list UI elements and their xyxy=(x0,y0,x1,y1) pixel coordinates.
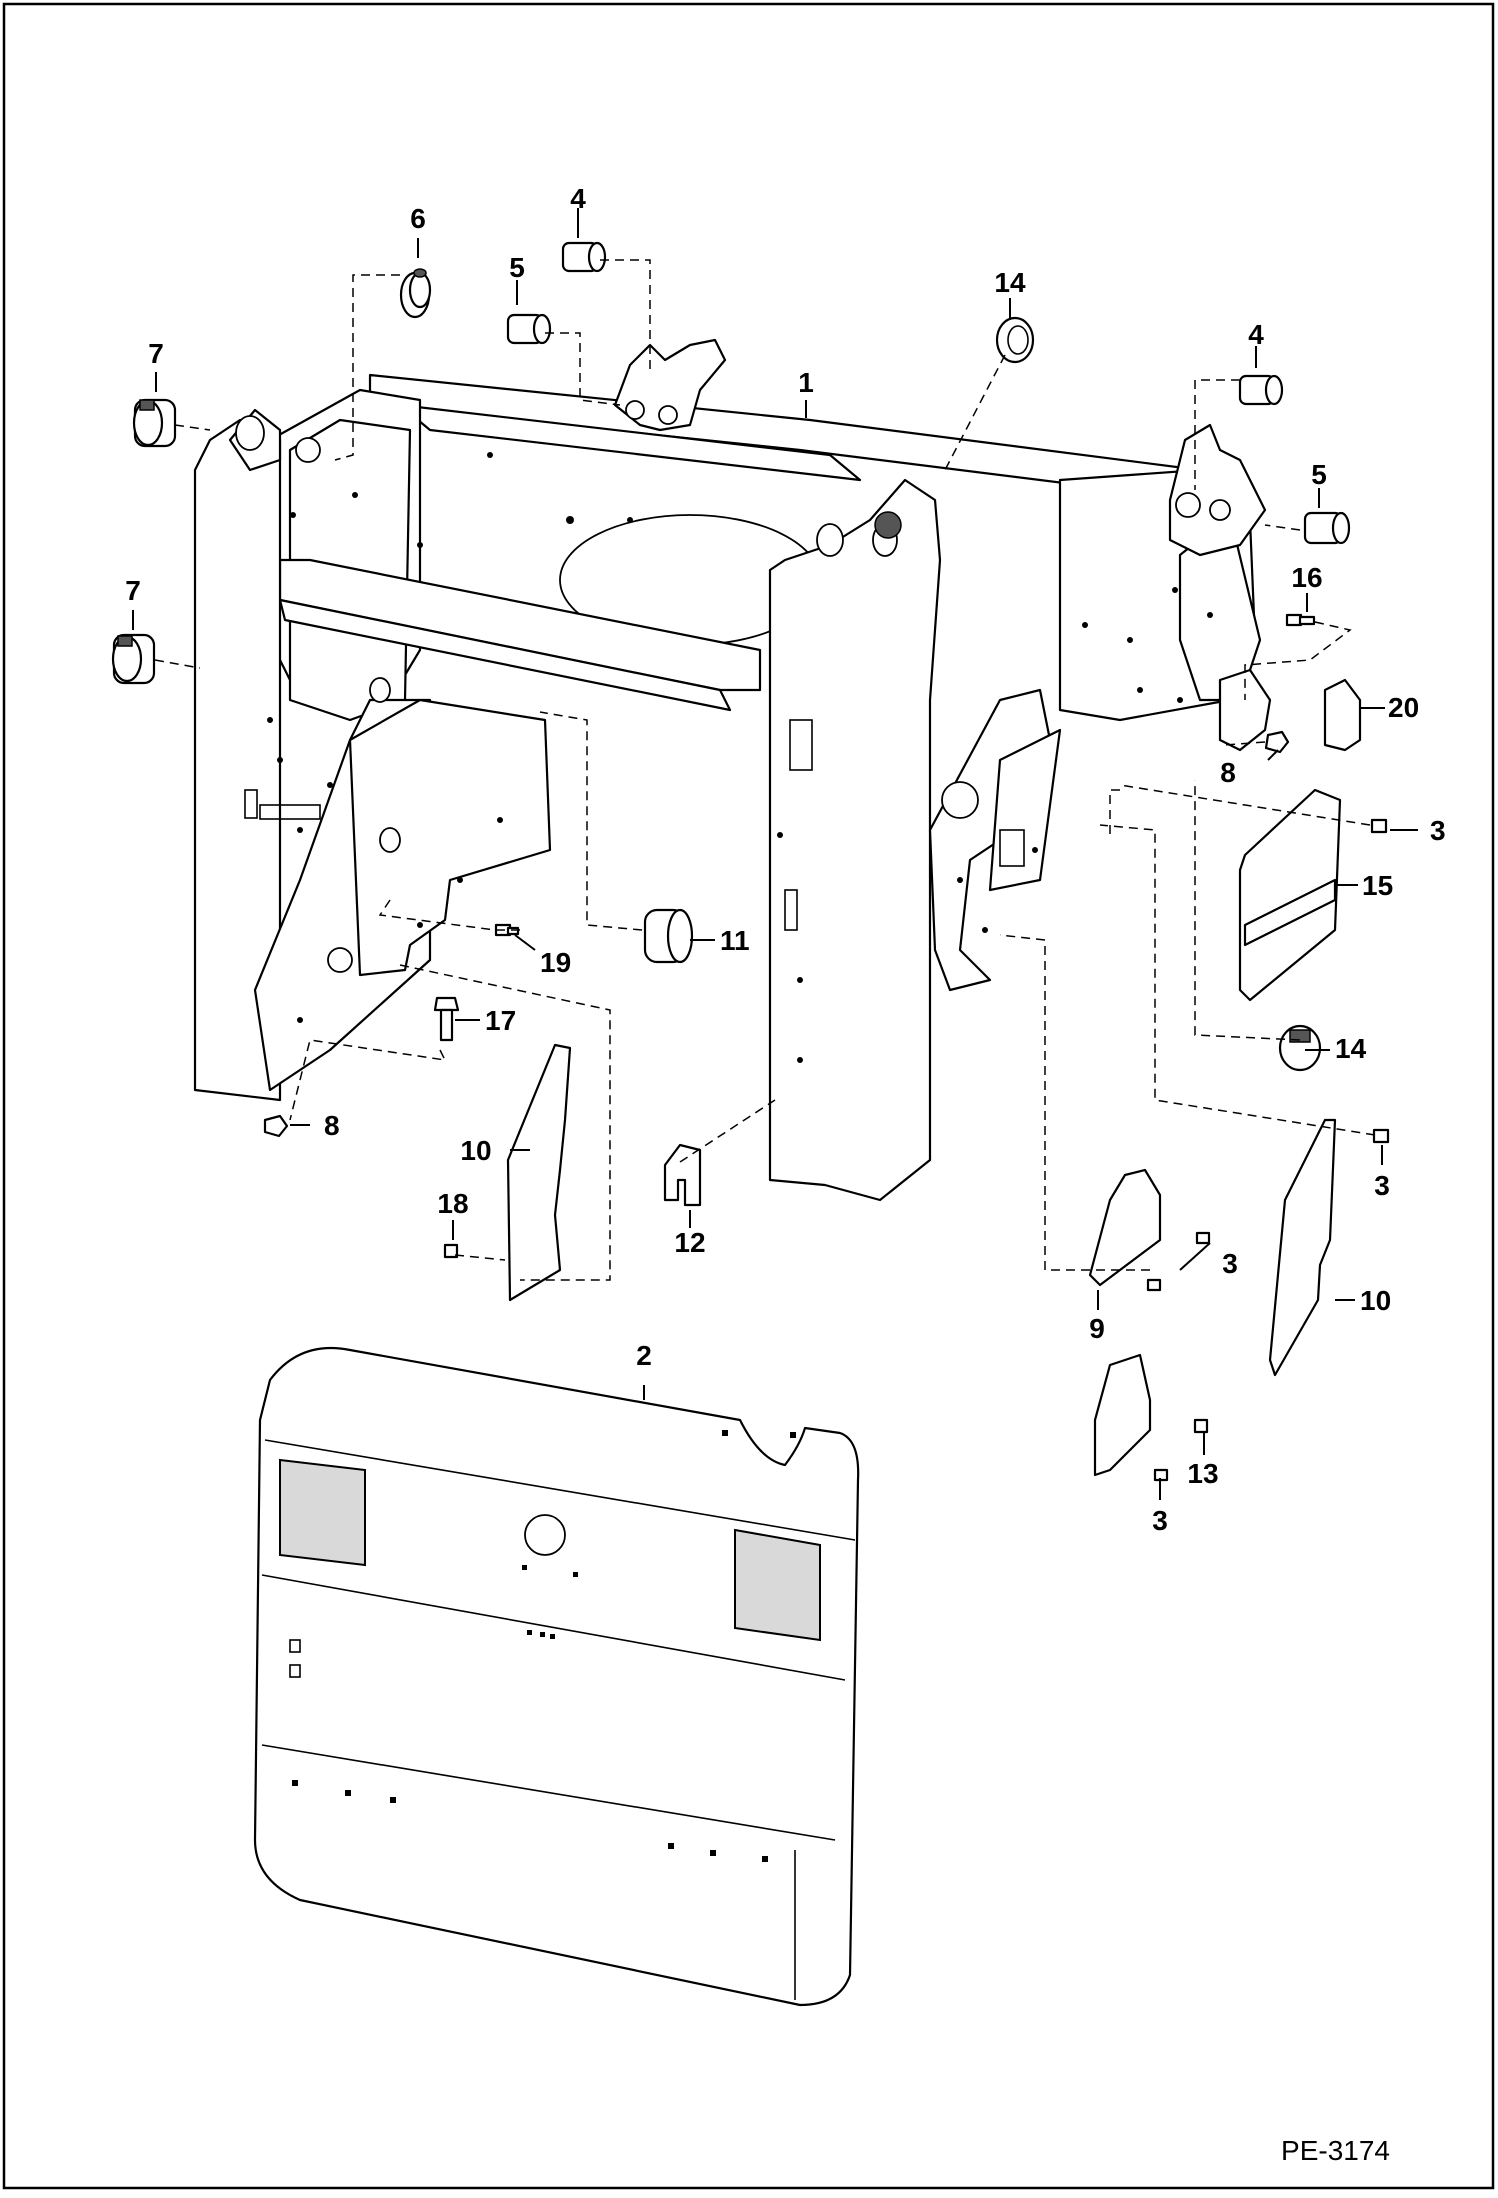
callout-2: 2 xyxy=(636,1340,652,1371)
assembly-lines xyxy=(154,259,1376,1281)
callout-13: 13 xyxy=(1187,1458,1218,1489)
callout-3-bottom: 3 xyxy=(1152,1505,1168,1536)
part-3-bolt-upper-right xyxy=(1370,818,1388,834)
callout-3-middle-right: 3 xyxy=(1374,1170,1390,1201)
callout-18: 18 xyxy=(437,1188,468,1219)
callout-4-right: 4 xyxy=(1248,319,1264,350)
callout-5-right: 5 xyxy=(1311,459,1327,490)
callout-11: 11 xyxy=(720,925,750,956)
callout-12: 12 xyxy=(674,1227,705,1258)
callout-14-upper: 14 xyxy=(994,267,1026,298)
callout-3-near-9: 3 xyxy=(1222,1248,1238,1279)
callout-8-right: 8 xyxy=(1220,757,1236,788)
part-5-bushing-left xyxy=(506,313,552,345)
part-7-mount-upper xyxy=(132,398,177,448)
part-10-panel-left xyxy=(506,1043,572,1302)
part-13-bracket xyxy=(1093,1353,1209,1482)
part-3-bolts-lower xyxy=(1146,1231,1211,1292)
callout-14-lower: 14 xyxy=(1335,1033,1367,1064)
callout-9: 9 xyxy=(1089,1313,1105,1344)
callout-3-upper-right: 3 xyxy=(1430,815,1446,846)
callout-labels: 6 4 5 7 7 14 1 4 5 16 20 8 3 15 11 19 17… xyxy=(125,183,1445,1536)
callout-1: 1 xyxy=(798,367,814,398)
part-12-clip xyxy=(663,1143,702,1207)
part-4-bushing-left xyxy=(561,241,607,273)
part-14-grommet-upper xyxy=(995,316,1035,364)
drawing-reference: PE-3174 xyxy=(1281,2135,1390,2166)
callout-15: 15 xyxy=(1362,870,1393,901)
part-9-bracket xyxy=(1088,1168,1162,1287)
part-11-mount xyxy=(643,908,694,964)
part-10-panel-right xyxy=(1268,1118,1337,1377)
callout-8-left: 8 xyxy=(324,1110,340,1141)
callout-7-upper: 7 xyxy=(148,338,164,369)
part-8-nut-left xyxy=(263,1114,289,1138)
leader-lines xyxy=(132,208,1418,1500)
main-frame xyxy=(193,338,1272,1202)
part-4-bushing-right xyxy=(1238,374,1284,406)
callout-16: 16 xyxy=(1291,562,1322,593)
callout-10-right: 10 xyxy=(1360,1285,1391,1316)
part-5-bushing-right xyxy=(1303,511,1351,545)
part-16-bolt xyxy=(1285,613,1316,627)
callout-10-left: 10 xyxy=(460,1135,491,1166)
callout-17: 17 xyxy=(485,1005,516,1036)
callout-5-left: 5 xyxy=(509,252,525,283)
callout-7-lower: 7 xyxy=(125,575,141,606)
part-2-panel xyxy=(253,1346,860,2007)
callout-19: 19 xyxy=(540,947,571,978)
part-15-shield xyxy=(1238,788,1342,1002)
callout-4-left: 4 xyxy=(570,183,586,214)
callout-20: 20 xyxy=(1388,692,1419,723)
part-8-nut-right xyxy=(1264,730,1290,754)
part-14-grommet-lower xyxy=(1278,1024,1322,1072)
callout-6: 6 xyxy=(410,203,426,234)
part-6-washer xyxy=(399,268,432,319)
part-7-mount-lower xyxy=(111,633,156,685)
part-20-plate xyxy=(1323,678,1362,752)
part-18-fastener xyxy=(443,1243,459,1259)
part-17-bolt xyxy=(433,996,460,1042)
part-3-bolt-middle-right xyxy=(1372,1128,1390,1144)
